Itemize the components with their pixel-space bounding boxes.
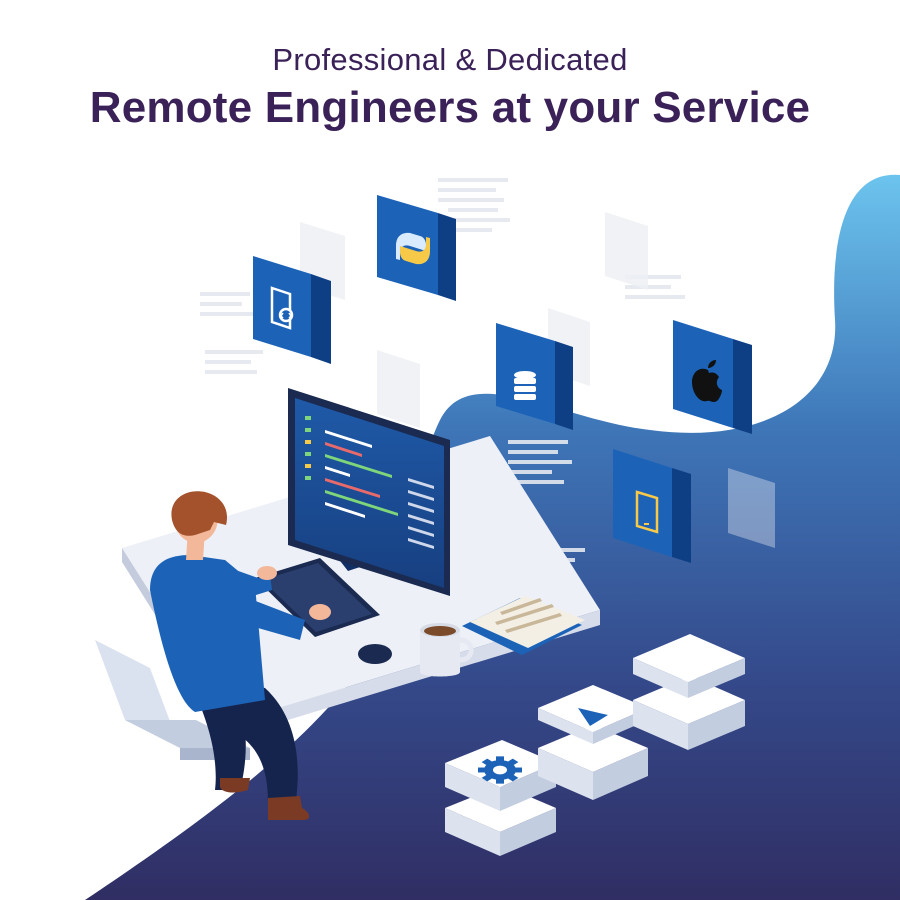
smartphone-icon [635,490,659,534]
icon-tile-smartphone [613,449,691,563]
icon-tile-mobile-code [253,256,331,364]
coffee-mug [420,623,474,677]
play-icon [578,708,608,726]
database-icon [514,371,536,400]
documents [462,596,585,655]
person [150,491,331,820]
headline-subtitle: Professional & Dedicated [272,42,628,77]
python-icon [396,232,430,265]
icon-tile-apple [673,320,752,434]
keyboard [255,558,380,637]
headline-title: Remote Engineers at your Service [89,83,811,132]
headline: Professional & Dedicated Remote Engineer… [0,40,900,136]
mobile-code-icon [270,286,294,330]
code-lines [305,416,434,549]
cube-stack-right [633,634,745,750]
monitor [288,388,450,596]
icon-tile-database [496,323,573,430]
mouse [358,644,392,664]
floating-panels [300,212,775,548]
gear-icon [478,756,522,784]
cube-stack-left [445,740,556,856]
icon-tile-python [377,195,456,301]
cube-stack-middle [538,685,648,800]
apple-icon [692,360,722,402]
